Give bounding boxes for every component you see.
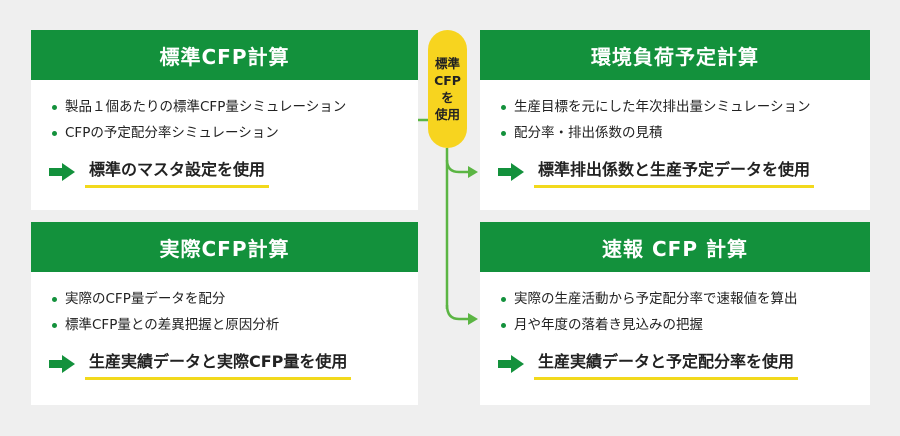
standard-cfp-card: 標準CFP計算 製品１個あたりの標準CFP量シミュレーション CFPの予定配分率… (31, 30, 418, 210)
bullet-list: 実際のCFP量データを配分 標準CFP量との差異把握と原因分析 (49, 286, 400, 338)
card-title: 標準CFP計算 (31, 30, 418, 80)
flash-cfp-card: 速報 CFP 計算 実際の生産活動から予定配分率で速報値を算出 月や年度の落着き… (480, 222, 870, 405)
list-item: 生産目標を元にした年次排出量シミュレーション (498, 94, 852, 120)
list-item: 実際のCFP量データを配分 (49, 286, 400, 312)
bullet-list: 実際の生産活動から予定配分率で速報値を算出 月や年度の落着き見込みの把握 (498, 286, 852, 338)
arrow-right-icon (49, 163, 75, 181)
use-row: 標準のマスタ設定を使用 (49, 156, 400, 188)
bullet-list: 製品１個あたりの標準CFP量シミュレーション CFPの予定配分率シミュレーション (49, 94, 400, 146)
use-label: 生産実績データと予定配分率を使用 (534, 348, 799, 380)
arrow-right-icon (498, 355, 524, 373)
actual-cfp-card: 実際CFP計算 実際のCFP量データを配分 標準CFP量との差異把握と原因分析 … (31, 222, 418, 405)
standard-cfp-pill: 標準 CFP を 使用 (428, 30, 467, 148)
environment-load-card: 環境負荷予定計算 生産目標を元にした年次排出量シミュレーション 配分率・排出係数… (480, 30, 870, 210)
card-title: 速報 CFP 計算 (480, 222, 870, 272)
list-item: 配分率・排出係数の見積 (498, 120, 852, 146)
list-item: 実際の生産活動から予定配分率で速報値を算出 (498, 286, 852, 312)
arrow-right-icon (49, 355, 75, 373)
use-label: 標準のマスタ設定を使用 (85, 156, 270, 188)
use-label: 標準排出係数と生産予定データを使用 (534, 156, 815, 188)
card-title: 環境負荷予定計算 (480, 30, 870, 80)
arrow-right-icon (498, 163, 524, 181)
pill-line: 標準 (434, 56, 460, 71)
pill-line: を (441, 90, 454, 105)
list-item: CFPの予定配分率シミュレーション (49, 120, 400, 146)
pill-line: CFP (434, 73, 461, 88)
bullet-list: 生産目標を元にした年次排出量シミュレーション 配分率・排出係数の見積 (498, 94, 852, 146)
list-item: 標準CFP量との差異把握と原因分析 (49, 312, 400, 338)
use-row: 生産実績データと予定配分率を使用 (498, 348, 852, 380)
use-label: 生産実績データと実際CFP量を使用 (85, 348, 352, 380)
use-row: 生産実績データと実際CFP量を使用 (49, 348, 400, 380)
list-item: 月や年度の落着き見込みの把握 (498, 312, 852, 338)
card-title: 実際CFP計算 (31, 222, 418, 272)
use-row: 標準排出係数と生産予定データを使用 (498, 156, 852, 188)
pill-line: 使用 (434, 107, 460, 122)
list-item: 製品１個あたりの標準CFP量シミュレーション (49, 94, 400, 120)
